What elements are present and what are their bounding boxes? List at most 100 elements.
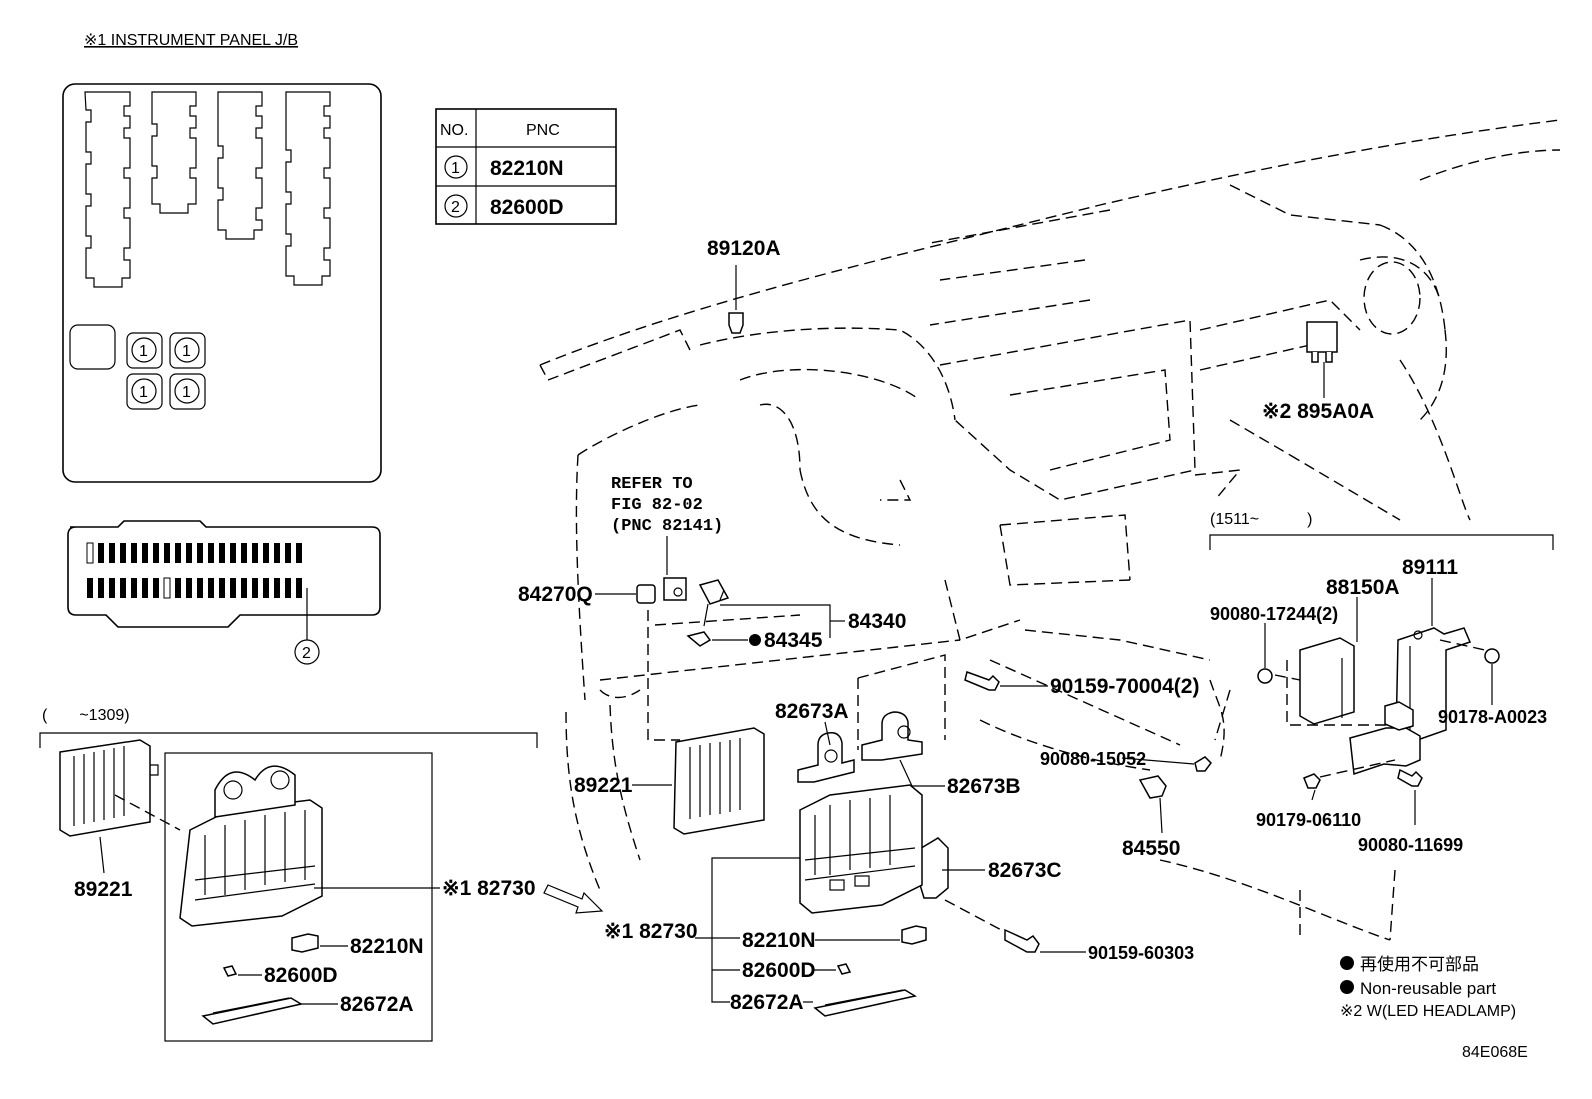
fuse-callout: 2 <box>302 645 311 662</box>
part-90179-06110: 90179-06110 <box>1256 773 1361 830</box>
label-82600D-left: 82600D <box>264 964 338 987</box>
date-range-right: (1511~ ) <box>1210 511 1312 528</box>
part-90080-11699: 90080-11699 <box>1358 768 1463 855</box>
refer-note-line: REFER TO <box>611 475 693 494</box>
part-90178-A0023: 90178-A0023 <box>1438 648 1547 727</box>
fuse-slot <box>296 578 302 598</box>
non-reusable-marker <box>1340 956 1354 970</box>
fuse-slot <box>230 543 236 563</box>
fuse-slot <box>186 578 192 598</box>
part-90080-15052: 90080-15052 <box>1040 749 1212 772</box>
label-84340: 84340 <box>848 610 906 633</box>
label-84550: 84550 <box>1122 837 1180 860</box>
fuse-slot <box>263 543 269 563</box>
legend: 再使用不可部品 Non-reusable part ※2 W(LED HEADL… <box>1340 954 1516 1020</box>
part-895A0A: ※2 895A0A <box>1262 321 1374 423</box>
label-89221-middle: 89221 <box>574 774 633 797</box>
fuse-slot <box>87 578 93 598</box>
pnc-table: NO. PNC 1 82210N 2 82600D <box>435 108 617 225</box>
non-reusable-marker <box>749 634 761 646</box>
fuse-slot <box>219 543 225 563</box>
fuse-slot <box>208 543 214 563</box>
fuse-slot <box>285 543 291 563</box>
fuse-slot <box>186 543 192 563</box>
label-90159-60303: 90159-60303 <box>1088 943 1194 963</box>
part-82673C: 82673C <box>917 837 1062 899</box>
fuse-slot <box>163 577 171 599</box>
fuse-slot <box>241 543 247 563</box>
part-89221-middle: 89221 <box>574 727 765 835</box>
fuse-slot <box>263 578 269 598</box>
part-88150A: 88150A <box>1299 576 1400 725</box>
fuse-slot <box>219 578 225 598</box>
non-reusable-marker <box>1340 980 1354 994</box>
fuse-slot <box>274 578 280 598</box>
relay-callout: 1 <box>182 384 191 401</box>
label-82600D-middle: 82600D <box>742 959 816 982</box>
label-82210N-left: 82210N <box>350 935 424 958</box>
part-90080-17244: 90080-17244(2) <box>1210 604 1338 684</box>
label-90080-11699: 90080-11699 <box>1358 835 1463 855</box>
legend-non-reusable-en: Non-reusable part <box>1360 979 1496 998</box>
fuse-slot <box>120 543 126 563</box>
fuse-slot <box>230 578 236 598</box>
relay-callout: 1 <box>182 343 191 360</box>
part-82210N-middle: 82210N <box>742 925 927 952</box>
fuse-slot <box>142 578 148 598</box>
label-90178-A0023: 90178-A0023 <box>1438 707 1547 727</box>
fuse-slot <box>285 578 291 598</box>
relay-callout: 1 <box>139 384 148 401</box>
label-90179-06110: 90179-06110 <box>1256 810 1361 830</box>
label-82672A-middle: 82672A <box>730 991 804 1014</box>
fuse-slot <box>252 543 258 563</box>
fuse-row <box>86 542 302 564</box>
label-82673B: 82673B <box>947 775 1021 798</box>
label-895A0A: ※2 895A0A <box>1262 400 1374 423</box>
label-90080-17244: 90080-17244(2) <box>1210 604 1338 624</box>
table-row-no: 2 <box>451 199 460 216</box>
part-82600D-middle: 82600D <box>742 959 852 982</box>
table-header-no: NO. <box>440 122 468 139</box>
fuse-slot <box>175 578 181 598</box>
figure-code: 84E068E <box>1462 1044 1528 1061</box>
diagram-title: ※1 INSTRUMENT PANEL J/B <box>84 32 298 49</box>
fuse-slot <box>86 542 94 564</box>
fuse-slot <box>153 543 159 563</box>
left-date-range: ( ~1309) <box>39 707 538 748</box>
part-84270Q: 84270Q <box>518 577 687 606</box>
part-82672A-middle: 82672A <box>730 989 917 1017</box>
table-header-pnc: PNC <box>526 122 560 139</box>
fuse-slot <box>208 578 214 598</box>
relay-group: 1 1 1 1 <box>126 332 206 410</box>
legend-non-reusable-jp: 再使用不可部品 <box>1360 954 1479 974</box>
label-90080-15052: 90080-15052 <box>1040 749 1146 769</box>
fuse-slot <box>131 578 137 598</box>
label-88150A: 88150A <box>1326 576 1400 599</box>
fuse-slot <box>109 543 115 563</box>
fuse-slot <box>175 543 181 563</box>
table-row-pnc: 82600D <box>490 196 564 219</box>
junction-block-fuse-strip: 2 <box>67 520 381 665</box>
junction-block-top-view: 1 1 1 1 <box>62 83 382 483</box>
fuse-slot <box>197 543 203 563</box>
label-82210N-middle: 82210N <box>742 929 816 952</box>
part-84550: 84550 <box>1122 775 1180 860</box>
part-84340: 84340 <box>698 579 906 638</box>
part-89221-left: 89221 <box>59 739 159 901</box>
part-82672A-left: 82672A <box>201 993 414 1025</box>
fuse-slot <box>98 578 104 598</box>
part-82600D-left: 82600D <box>222 964 338 987</box>
label-82673A: 82673A <box>775 700 849 723</box>
fuse-slot <box>296 543 302 563</box>
label-89221-left: 89221 <box>74 878 133 901</box>
fuse-slot <box>142 543 148 563</box>
date-range-left: ( ~1309) <box>42 707 130 724</box>
fuse-row <box>87 577 302 599</box>
instrument-panel-outline <box>539 119 1561 941</box>
part-89120A: 89120A <box>707 237 781 334</box>
refer-note-line: FIG 82-02 <box>611 496 703 515</box>
label-82673C: 82673C <box>988 859 1062 882</box>
label-82730-left: ※1 82730 <box>442 877 536 900</box>
refer-note: REFER TO FIG 82-02 (PNC 82141) <box>611 475 723 575</box>
